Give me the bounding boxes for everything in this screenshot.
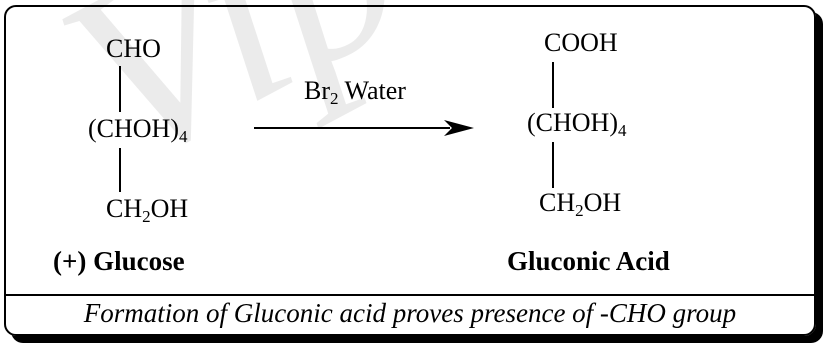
product-bond-1	[552, 62, 554, 108]
caption: Formation of Gluconic acid proves presen…	[83, 298, 737, 328]
reaction-panel	[4, 5, 816, 336]
reactant-bottom-group: CH2OH	[106, 194, 189, 226]
caption-divider	[6, 294, 814, 296]
product-top-group: COOH	[544, 28, 618, 57]
reactant-bond-2	[119, 148, 121, 192]
product-middle-group: (CHOH)4	[527, 108, 627, 140]
reagent-label: Br2 Water	[304, 76, 406, 108]
reactant-top-group: CHO	[106, 34, 161, 63]
reactant-name: (+) Glucose	[53, 246, 185, 276]
product-bottom-group: CH2OH	[539, 188, 622, 220]
reactant-middle-group: (CHOH)4	[88, 114, 188, 146]
reaction-arrow-icon	[254, 120, 474, 136]
product-bond-2	[552, 142, 554, 188]
reactant-bond-1	[119, 66, 121, 112]
product-name: Gluconic Acid	[507, 246, 670, 276]
